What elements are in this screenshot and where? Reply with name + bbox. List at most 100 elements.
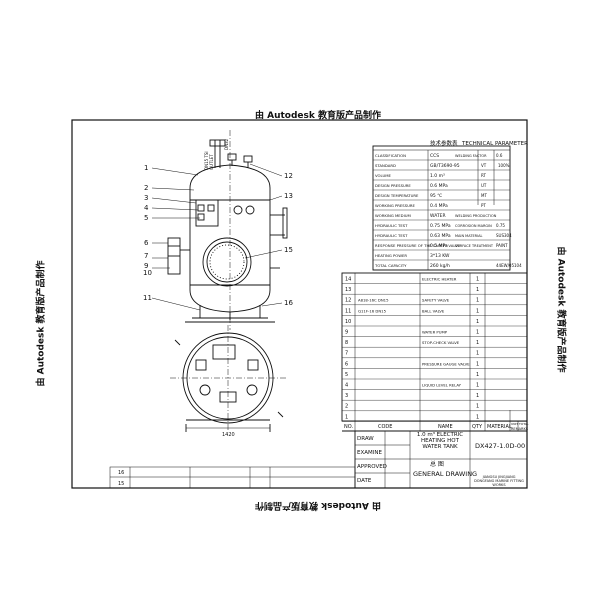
- tech-param-value: 0.75 MPa: [430, 223, 451, 229]
- tank-top-view: [170, 325, 286, 432]
- tech-param-label: VOLUME: [375, 173, 392, 178]
- balloon-2: 2: [144, 184, 148, 192]
- parts-qty: 1: [476, 404, 479, 410]
- parts-code: Q11F-16 DN15: [358, 308, 387, 313]
- company-name: JIANGSU JINGJIANG DONGFANG MARINE FITTIN…: [474, 475, 524, 487]
- parts-name: BALL VALVE: [422, 308, 445, 313]
- tech-param-label: TOTAL CAPACITY: [374, 263, 407, 268]
- parts-header-total: TOTAL: [518, 422, 529, 426]
- parts-no: 10: [345, 319, 351, 325]
- balloon-15: 15: [284, 246, 293, 254]
- watermark-right: 由 Autodesk 教育版产品制作: [555, 246, 566, 373]
- parts-header-material: MATERIAL: [487, 424, 512, 430]
- parts-no: 13: [345, 287, 351, 293]
- parts-qty: 1: [476, 393, 479, 399]
- parts-no: 4: [345, 383, 348, 389]
- revision-row-16: 16: [118, 470, 124, 476]
- parts-name: PRESSURE GAUGE VALVE: [422, 361, 470, 366]
- parts-no: 5: [345, 372, 348, 378]
- balloon-9: 9: [144, 262, 148, 270]
- balloon-11: 11: [143, 294, 152, 302]
- watermark-top: 由 Autodesk 教育版产品制作: [255, 111, 382, 121]
- parts-qty: 1: [476, 361, 479, 367]
- tech-param-right-col: PT: [481, 203, 486, 208]
- tech-param-value: 95 ℃: [430, 193, 442, 199]
- drawing-title-cn: 总 图: [430, 460, 444, 468]
- parts-no: 6: [345, 361, 348, 367]
- tech-param-label: HYDRAULIC TEST: [375, 233, 408, 238]
- svg-text:DN32: DN32: [224, 138, 229, 150]
- tech-param-right-col: RT: [481, 173, 486, 178]
- label-approved: APPROVED: [357, 464, 387, 470]
- tech-param-label2: CORROSION MARGIN: [455, 224, 492, 228]
- parts-qty: 1: [476, 298, 479, 304]
- tech-param-right-col: UT: [481, 183, 487, 188]
- parts-no: 8: [345, 340, 348, 346]
- drawing-title-en: GENERAL DRAWING: [413, 470, 477, 478]
- nozzle-labels: DN15 TSI OUTLET DN32: [204, 138, 229, 170]
- label-date: DATE: [357, 478, 372, 484]
- parts-qty: 1: [476, 414, 479, 420]
- parts-name: SAFETY VALVE: [422, 298, 450, 303]
- tech-param-value: 3*13 KW: [430, 253, 450, 259]
- parts-header-name: NAME: [438, 424, 453, 430]
- parts-header-unit: UNIT: [511, 422, 518, 426]
- parts-code: A818-16C DN15: [358, 298, 389, 303]
- title-block-frame: [354, 430, 528, 489]
- balloon-13: 13: [284, 192, 293, 200]
- leader-lines: [151, 163, 283, 311]
- parts-header-qty: QTY: [472, 424, 483, 430]
- parts-qty: 1: [476, 372, 479, 378]
- tech-param-value: CCS: [430, 153, 439, 159]
- watermark-bottom: 由 Autodesk 教育版产品制作: [255, 500, 382, 510]
- parts-no: 7: [345, 351, 348, 357]
- parts-no: 12: [345, 298, 351, 304]
- balloon-10: 10: [143, 269, 152, 277]
- parts-qty: 1: [476, 319, 479, 325]
- parts-qty: 1: [476, 277, 479, 283]
- parts-no: 11: [345, 308, 351, 314]
- tech-param-value: 0.5 MPa: [430, 243, 448, 249]
- parts-qty: 1: [476, 308, 479, 314]
- tech-param-label: DESIGN PRESSURE: [375, 183, 411, 188]
- tech-param-value2: 0.6: [496, 153, 503, 158]
- balloon-3: 3: [144, 194, 148, 202]
- revision-row-15: 15: [118, 481, 124, 487]
- parts-header: NO. CODE NAME QTY MATERIAL UNIT TOTAL RE…: [344, 422, 529, 431]
- balloon-16: 16: [284, 299, 293, 307]
- parts-no: 14: [345, 277, 351, 283]
- tech-param-right-val: 100%: [498, 163, 510, 168]
- svg-text:DN15 TSI: DN15 TSI: [204, 151, 209, 170]
- balloon-5: 5: [144, 214, 148, 222]
- parts-no: 9: [345, 330, 348, 336]
- tech-param-value: WATER: [430, 213, 446, 219]
- watermark-left: 由 Autodesk 教育版产品制作: [36, 260, 47, 387]
- parts-list-frame: [341, 272, 528, 431]
- parts-name: WATER PUMP: [422, 330, 448, 335]
- tech-param-label: HYDRAULIC TEST: [375, 223, 408, 228]
- title-block-labels: DRAW EXAMINE APPROVED DATE: [357, 436, 387, 484]
- drawing-number: DX427-1.0D-00: [475, 442, 525, 450]
- tank-front-view: [167, 130, 288, 330]
- balloon-12: 12: [284, 172, 293, 180]
- parts-no: 2: [345, 404, 348, 410]
- parts-name: ELECTRIC HEATER: [422, 277, 457, 282]
- tech-param-label2: SURFACE TREATMENT: [455, 244, 494, 248]
- parts-header-no: NO.: [344, 424, 353, 430]
- revision-table: [109, 466, 356, 489]
- tech-param-label2: MAIN MATERIAL: [455, 234, 483, 238]
- tech-param-right-col: MT: [481, 193, 487, 198]
- parts-no: 3: [345, 393, 348, 399]
- tech-param-right-col: VT: [481, 163, 487, 168]
- parts-header-remarks: REMARKS: [511, 427, 529, 431]
- tech-param-label: RESPONSE PRESSURE OF THE SAFETY VALVE: [375, 243, 461, 248]
- svg-text:OUTLET: OUTLET: [209, 154, 214, 170]
- tech-param-label: DESIGN TEMPERATURE: [375, 193, 419, 198]
- tech-param-label: WORKING MEDIUM: [375, 213, 411, 218]
- tech-param-label: STANDARD: [375, 163, 396, 168]
- balloon-4: 4: [144, 204, 149, 212]
- balloon-numbers: 1 2 3 4 5 6 7 9 10 11 12 13 15 16: [143, 164, 293, 307]
